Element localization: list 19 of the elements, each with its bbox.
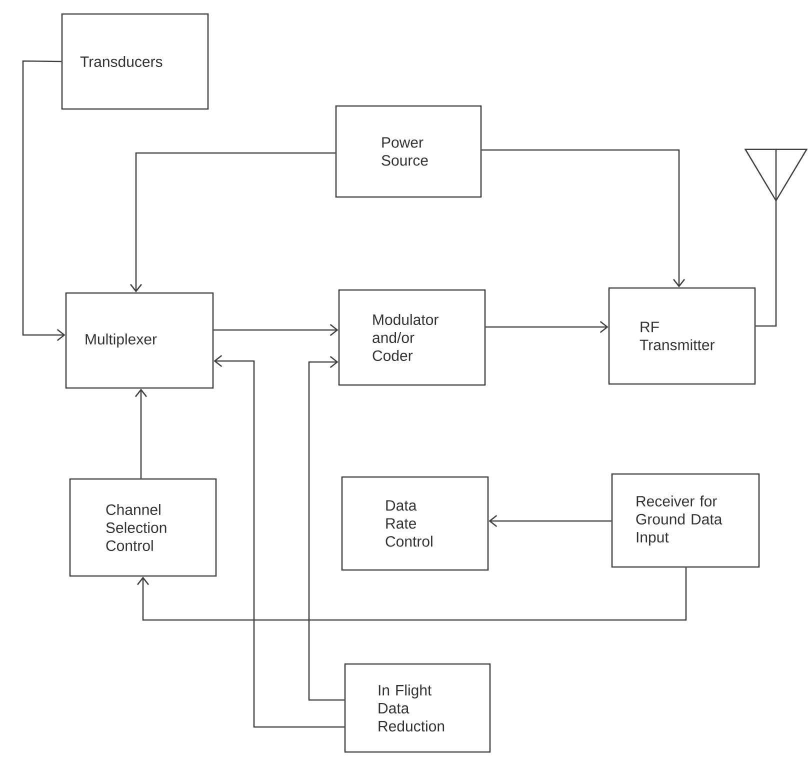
block-box: Multiplexer <box>65 292 214 389</box>
arrow <box>488 515 612 528</box>
arrow <box>135 388 148 478</box>
block-box: Receiver for Ground Data Input <box>611 473 760 568</box>
block-box: RF Transmitter <box>608 287 756 385</box>
arrow <box>214 355 344 728</box>
block-box: Data Rate Control <box>341 476 489 571</box>
block-box: Transducers <box>61 13 209 110</box>
arrow <box>486 321 608 334</box>
block-box: Modulator and/or Coder <box>338 289 486 386</box>
arrow <box>482 149 686 288</box>
arrow <box>137 568 687 621</box>
block-box: In Flight Data Reduction <box>344 663 491 753</box>
arrow <box>130 152 336 292</box>
arrow <box>214 324 338 336</box>
block-box: Channel Selection Control <box>69 478 217 577</box>
arrow <box>22 60 66 342</box>
block-box: Power Source <box>335 105 482 198</box>
arrow <box>308 356 344 701</box>
